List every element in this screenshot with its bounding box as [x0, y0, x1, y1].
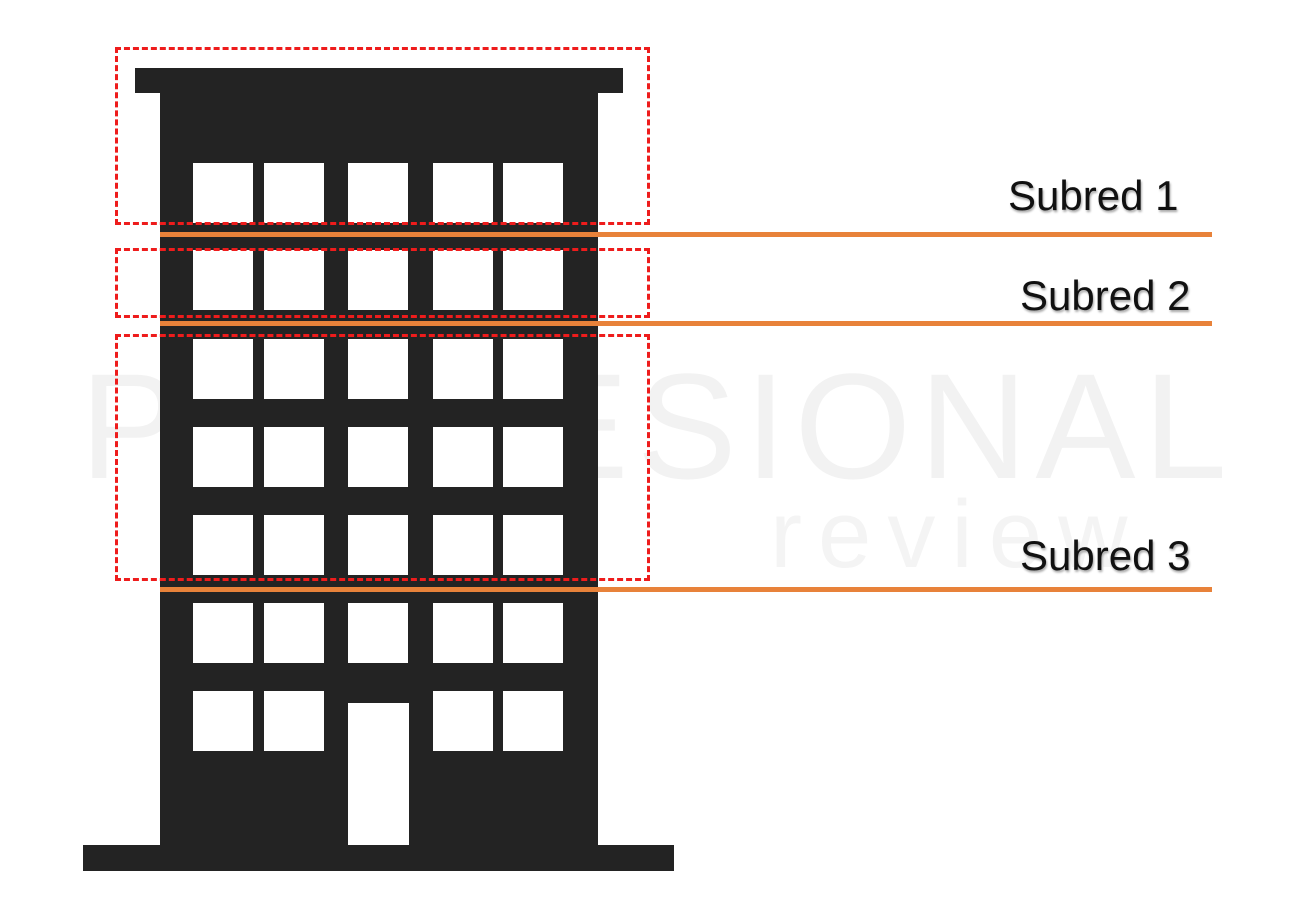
building-base — [83, 845, 674, 871]
window — [264, 603, 324, 663]
door — [348, 703, 409, 845]
window — [348, 163, 408, 223]
window — [193, 691, 253, 751]
window — [433, 163, 493, 223]
window — [193, 515, 253, 575]
window — [264, 163, 324, 223]
window — [264, 691, 324, 751]
window — [433, 603, 493, 663]
subnet-1-label: Subred 1 — [1008, 172, 1179, 219]
window — [193, 163, 253, 223]
window — [433, 427, 493, 487]
window — [348, 603, 408, 663]
subnet-1-boundary — [115, 47, 650, 225]
window — [348, 250, 408, 310]
window — [503, 163, 563, 223]
subnet-3-divider — [160, 587, 1212, 592]
window — [348, 339, 408, 399]
windows — [193, 163, 563, 845]
window — [433, 339, 493, 399]
window — [264, 427, 324, 487]
window — [503, 250, 563, 310]
window — [503, 427, 563, 487]
window — [193, 603, 253, 663]
window — [503, 339, 563, 399]
window — [503, 515, 563, 575]
window — [193, 339, 253, 399]
subnet-1-divider — [160, 232, 1212, 237]
window — [264, 250, 324, 310]
subnet-3-label: Subred 3 — [1020, 532, 1191, 579]
window — [433, 515, 493, 575]
window — [348, 427, 408, 487]
window — [264, 339, 324, 399]
window — [193, 427, 253, 487]
window — [433, 250, 493, 310]
subnet-2-divider — [160, 321, 1212, 326]
window — [503, 691, 563, 751]
window — [503, 603, 563, 663]
window — [193, 250, 253, 310]
subnet-2-boundary — [115, 248, 650, 318]
subnet-3-boundary — [115, 334, 650, 581]
subnet-2-label: Subred 2 — [1020, 272, 1191, 319]
window — [433, 691, 493, 751]
window — [348, 515, 408, 575]
window — [264, 515, 324, 575]
